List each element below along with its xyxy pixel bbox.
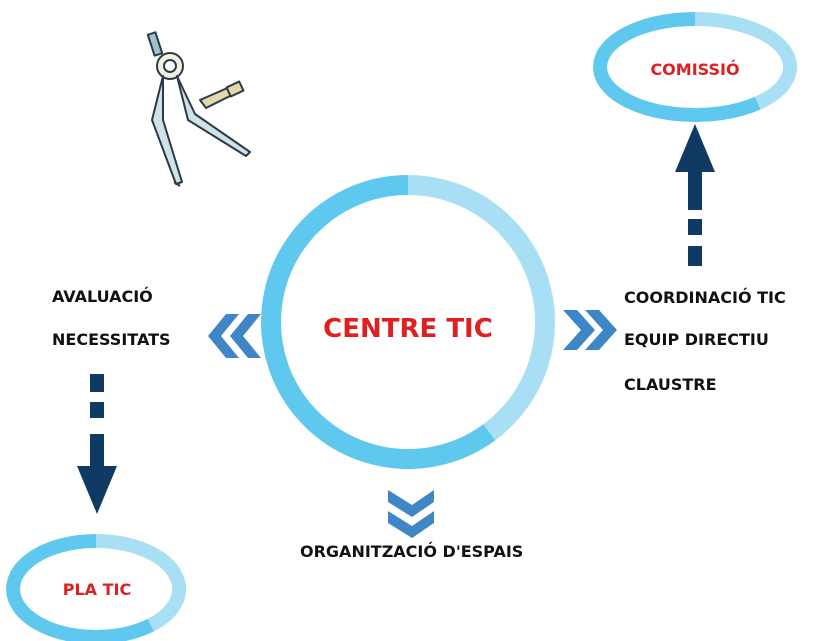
left-item: NECESSITATS	[52, 330, 171, 349]
pla-tic-ring	[6, 534, 187, 641]
down-chevron-icon	[388, 490, 434, 538]
center-ring	[261, 175, 555, 469]
right-item: CLAUSTRE	[624, 375, 717, 394]
right-chevron-icon	[563, 310, 617, 350]
bottom-item: ORGANITZACIÓ D'ESPAIS	[300, 542, 524, 561]
left-item: AVALUACIÓ	[52, 287, 153, 306]
right-item: COORDINACIÓ TIC	[624, 288, 786, 307]
down-arrow-icon	[77, 374, 117, 514]
right-item: EQUIP DIRECTIU	[624, 330, 769, 349]
center-label: CENTRE TIC	[323, 314, 493, 344]
left-chevron-icon	[208, 314, 261, 358]
comissio-label: COMISSIÓ	[650, 60, 740, 79]
up-arrow-icon	[675, 124, 715, 266]
drawing-compass-icon	[146, 31, 251, 187]
comissio-ring	[593, 12, 798, 122]
pla-tic-label: PLA TIC	[62, 580, 132, 599]
